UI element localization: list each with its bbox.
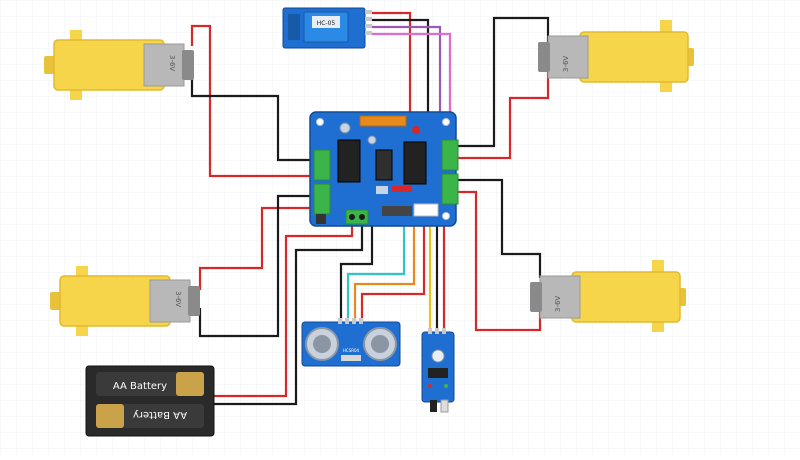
ir-receiver (440, 399, 449, 413)
shield-capacitor (339, 122, 351, 134)
battery-holder: AA Battery AA Battery (85, 365, 215, 437)
motor-driver-shield (309, 111, 459, 227)
shield-terminal-screw (349, 214, 355, 220)
motor-can (547, 35, 589, 79)
bluetooth-pin (365, 10, 372, 14)
motor-bottom-right: 3-6V (530, 260, 686, 332)
bluetooth-module: HC-05 (282, 7, 372, 49)
bluetooth-chip (312, 16, 340, 28)
wire-battery-red (210, 226, 354, 398)
motor-voltage-label: 3-6V (174, 291, 182, 307)
wire-motor-br-black (458, 178, 542, 278)
shield-terminal-m3 (441, 139, 459, 171)
ultrasonic-label: HCSR04 (343, 348, 360, 353)
shield-mount-hole (442, 118, 450, 126)
wire-bt-rx (372, 32, 452, 122)
wire-bt-gnd (372, 18, 430, 122)
ultrasonic-crystal (341, 355, 361, 361)
ultrasonic-sensor: HCSR04 (301, 318, 401, 367)
ir-led (444, 384, 448, 388)
ultrasonic-pin (359, 318, 363, 324)
shield-jumper (413, 203, 439, 217)
ultrasonic-transducer-mesh (371, 335, 389, 353)
ir-led (428, 384, 432, 388)
motor-endcap (188, 286, 200, 316)
ultrasonic-pin (352, 318, 356, 324)
motor-gearbox (579, 31, 689, 83)
ir-pin (435, 328, 439, 334)
wire-motor-br-red (458, 190, 542, 332)
wire-motor-tl-black (190, 66, 318, 162)
wire-us-vcc (360, 226, 426, 322)
motor-can (149, 279, 191, 323)
bluetooth-pcb-trace (288, 14, 300, 40)
wire-us-echo (346, 226, 406, 322)
ultrasonic-transducer-mesh (313, 335, 331, 353)
motor-voltage-label: 3-6V (168, 55, 176, 71)
ir-pin (428, 328, 432, 334)
shield-terminal-m2 (313, 183, 331, 215)
shield-reset-button (316, 214, 326, 224)
wire-bt-tx (372, 25, 442, 122)
wire-motor-bl-red (198, 206, 318, 290)
shield-ic-l293d (337, 139, 361, 183)
motor-top-left: 3-6V (44, 30, 194, 100)
shield-terminal-screw (359, 214, 365, 220)
motor-voltage-label: 3-6V (562, 56, 570, 72)
shield-servo-header (382, 206, 412, 216)
wire-motor-tl-red (190, 24, 318, 178)
shield-header (359, 115, 407, 127)
bluetooth-pin (365, 31, 372, 35)
wire-battery-black (210, 226, 364, 406)
ir-emitter (430, 400, 437, 412)
shield-ic-l293d (403, 141, 427, 185)
shield-component (376, 186, 388, 194)
ir-pin (442, 328, 446, 334)
motor-endcap (182, 50, 194, 80)
ir-board (421, 331, 455, 403)
ir-comparator (428, 368, 448, 378)
wire-motor-bl-black (198, 194, 318, 338)
ultrasonic-pin (345, 318, 349, 324)
wire-us-trig (353, 226, 416, 322)
battery-cap-top (176, 372, 204, 396)
shield-mount-hole (442, 212, 450, 220)
ultrasonic-pin (338, 318, 342, 324)
shield-terminal-m4 (441, 173, 459, 205)
ir-sensor (421, 328, 455, 413)
motor-bottom-left: 3-6V (50, 266, 200, 336)
motor-can (143, 43, 185, 87)
motor-top-right: 3-6V (538, 20, 694, 92)
motor-endcap (538, 42, 550, 72)
wire-bt-vcc (372, 11, 412, 122)
motor-endcap (530, 282, 542, 312)
wire-motor-tr-black (458, 16, 550, 148)
shield-mount-hole (316, 118, 324, 126)
ir-potentiometer (431, 349, 445, 363)
bluetooth-pin (365, 24, 372, 28)
shield-ic-74hc595 (375, 149, 393, 181)
motor-gearbox (571, 271, 681, 323)
shield-resistor (392, 186, 412, 192)
bluetooth-pin (365, 17, 372, 21)
battery-cap-bottom (96, 404, 124, 428)
battery-label-top: AA Battery (113, 381, 167, 392)
wire-us-gnd (339, 226, 374, 322)
shield-capacitor (367, 135, 377, 145)
shield-power-terminal (345, 209, 369, 225)
battery-label-bottom: AA Battery (133, 409, 187, 420)
wires (190, 11, 550, 406)
shield-terminal-m1 (313, 149, 331, 181)
motor-can (539, 275, 581, 319)
motor-voltage-label: 3-6V (554, 296, 562, 312)
bluetooth-chip-label: HC-05 (317, 20, 336, 27)
shield-led (412, 126, 420, 134)
wire-motor-tr-red (458, 66, 550, 160)
